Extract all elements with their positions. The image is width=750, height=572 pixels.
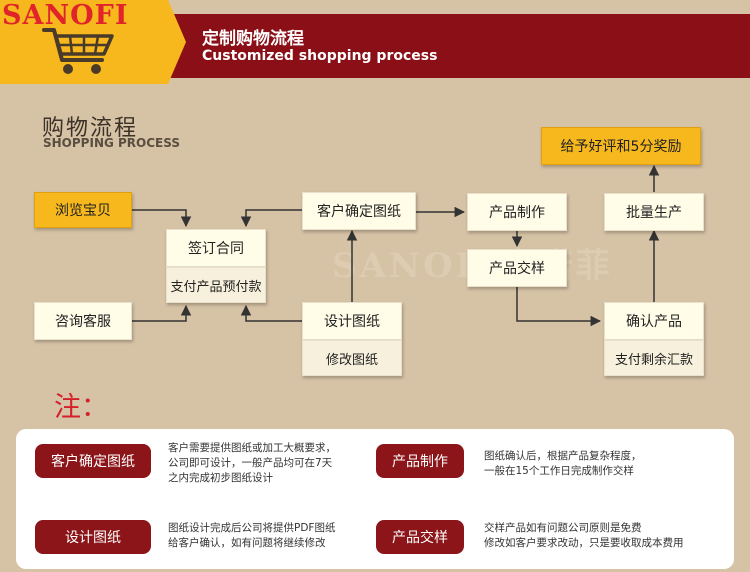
section-subtitle: SHOPPING PROCESS <box>43 136 180 150</box>
step-design: 设计图纸 <box>302 302 402 340</box>
step-produce: 产品制作 <box>467 193 567 231</box>
shopping-cart-icon <box>42 28 114 74</box>
step-sign-contract: 签订合同 <box>166 229 266 267</box>
note-tag-confirm-drawing: 客户确定图纸 <box>35 444 151 478</box>
arrow-design-sign <box>240 304 302 322</box>
section-title: 购物流程 <box>42 116 139 141</box>
note-desc-sample: 交样产品如有问题公司原则是免费 修改如客户要求改动，只是要收取成本费用 <box>484 522 684 549</box>
header-title: 定制购物流程 <box>202 29 304 49</box>
arrow-consult-sign <box>132 304 192 322</box>
note-tag-sample: 产品交样 <box>376 520 464 554</box>
step-review-reward: 给予好评和5分奖励 <box>541 127 701 165</box>
step-sample: 产品交样 <box>467 249 567 287</box>
note-tag-design: 设计图纸 <box>35 520 151 554</box>
arrow-sample-confirm <box>516 287 602 327</box>
header-subtitle: Customized shopping process <box>202 48 438 64</box>
note-desc-design: 图纸设计完成后公司将提供PDF图纸 给客户确认，如有问题将继续修改 <box>168 522 336 549</box>
step-confirm-drawing: 客户确定图纸 <box>302 192 416 230</box>
note-desc-produce: 图纸确认后，根据产品复杂程度， 一般在15个工作日完成制作交样 <box>484 450 642 477</box>
step-revise: 修改图纸 <box>302 340 402 376</box>
arrow-browse-sign <box>132 209 192 228</box>
step-browse: 浏览宝贝 <box>34 192 132 228</box>
step-mass-production: 批量生产 <box>604 193 704 231</box>
step-balance: 支付剩余汇款 <box>604 340 704 376</box>
note-tag-produce: 产品制作 <box>376 444 464 478</box>
note-desc-confirm-drawing: 客户需要提供图纸或加工大概要求， 公司即可设计，一般产品均可在7天 之内完成初步… <box>168 442 336 484</box>
step-confirm-product: 确认产品 <box>604 302 704 340</box>
arrow-confirm-sign <box>240 209 302 228</box>
notes-heading: 注： <box>54 392 108 423</box>
step-prepay: 支付产品预付款 <box>166 267 266 303</box>
brand-logo: SANOFI <box>2 0 129 31</box>
step-consult: 咨询客服 <box>34 302 132 340</box>
